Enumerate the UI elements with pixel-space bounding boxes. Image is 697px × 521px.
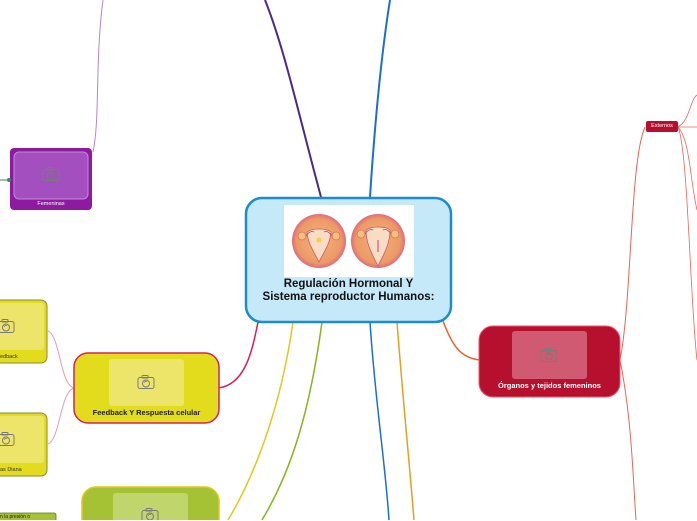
connector-blue-bottom	[369, 321, 390, 520]
uterus-illustration-left	[292, 214, 346, 268]
green-image-placeholder	[113, 493, 188, 520]
connector-top-purple	[264, 0, 322, 198]
feedback-child-2-image-placeholder	[0, 416, 44, 463]
green-small-node[interactable]	[0, 512, 57, 520]
connector-orange-bottom	[396, 321, 415, 520]
feedback-child-1-label: edback	[0, 354, 18, 360]
connector-organos	[442, 320, 481, 361]
connector-organos-up	[619, 126, 646, 361]
organos-node[interactable]	[478, 325, 621, 398]
organos-image-placeholder	[512, 331, 587, 379]
green-small-label: n la presión o	[0, 514, 31, 520]
connector-feedback-child-2	[47, 387, 75, 445]
connector-yellow	[227, 321, 294, 520]
central-title: Regulación Hormonal Y Sistema reproducto…	[262, 278, 435, 303]
femeninas-image-placeholder	[13, 151, 89, 200]
connector-feedback-child-1	[47, 330, 75, 389]
feedback-node[interactable]	[73, 352, 220, 424]
connector-organos-down	[619, 359, 637, 520]
connector-light-purple-top	[92, 0, 104, 153]
connector-green	[261, 321, 323, 520]
feedback-child-1-image-placeholder	[0, 303, 44, 350]
femeninas-connector-dot	[7, 178, 11, 182]
organos-label: Órganos y tejidos femeninos	[498, 381, 601, 390]
feedback-label: Feedback Y Respuesta celular	[92, 408, 201, 417]
connector-externos-3	[677, 126, 697, 211]
connector-externos-4	[677, 126, 697, 361]
uterus-illustration-right	[351, 214, 405, 268]
externos-node[interactable]	[646, 121, 678, 132]
connector-top-blue	[369, 0, 391, 198]
externos-label: Externos	[651, 123, 673, 129]
feedback-child-2-node[interactable]	[0, 412, 48, 477]
feedback-child-1-node[interactable]	[0, 299, 48, 364]
central-node[interactable]	[244, 196, 453, 324]
feedback-child-2-label: as Diana	[0, 467, 22, 473]
green-node[interactable]	[81, 486, 220, 520]
connector-feedback	[217, 321, 259, 389]
femeninas-label: Femeninas	[37, 201, 65, 207]
connector-externos-1	[677, 94, 697, 128]
feedback-image-placeholder	[109, 359, 184, 406]
femeninas-node[interactable]	[7, 148, 92, 210]
